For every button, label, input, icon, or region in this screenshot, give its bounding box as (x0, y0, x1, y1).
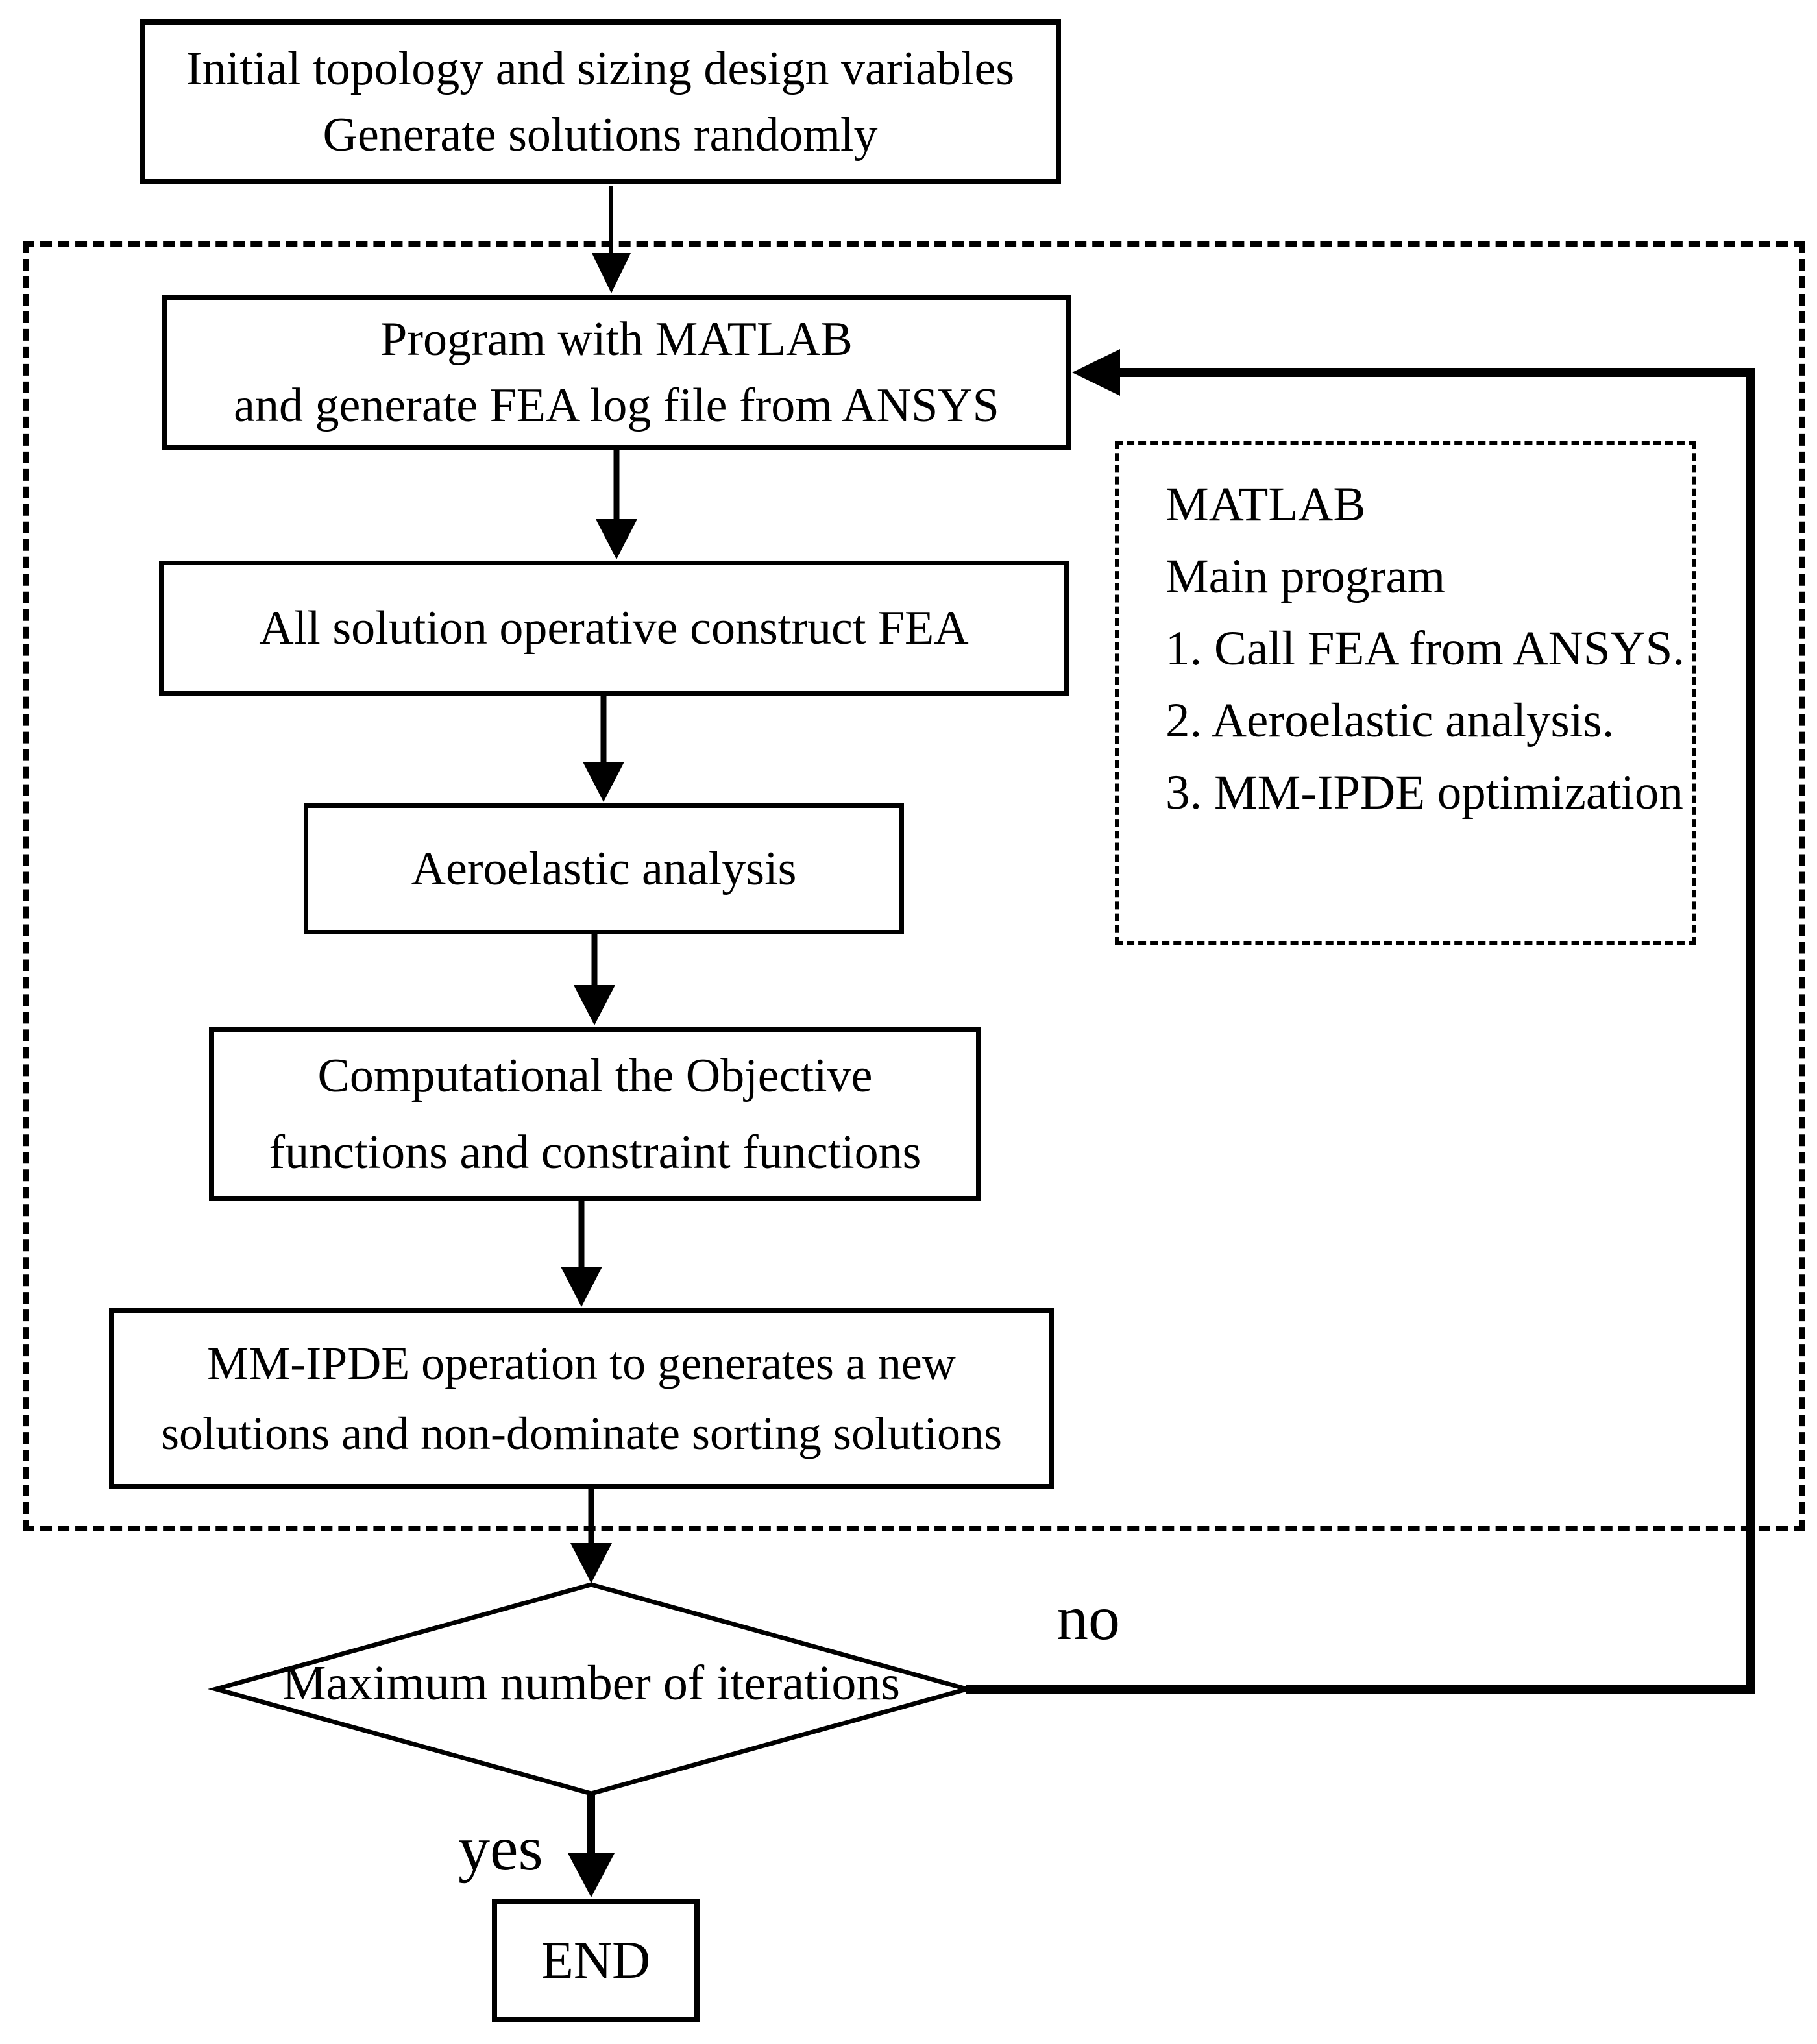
arrow-aero-to-objective-head-icon (574, 985, 615, 1025)
node-start-line2: Generate solutions randomly (323, 108, 878, 162)
node-objective-functions: Computational the Objective functions an… (209, 1027, 981, 1201)
node-start-line1: Initial topology and sizing design varia… (186, 42, 1015, 95)
arrow-decision-to-end-head-icon (568, 1853, 615, 1897)
edge-label-no: no (1056, 1583, 1120, 1653)
matlab-note-item3: 3. MM-IPDE optimization (1165, 766, 1683, 820)
node-construct-fea: All solution operative construct FEA (159, 561, 1069, 696)
matlab-note-box: MATLAB Main program 1. Call FEA from ANS… (1115, 441, 1696, 945)
matlab-note-subtitle: Main program (1165, 550, 1446, 603)
decision-diamond-shape (207, 1582, 976, 1796)
node-start: Initial topology and sizing design varia… (140, 19, 1061, 184)
node-mmipde-operation-line1: MM-IPDE operation to generates a new (207, 1337, 956, 1389)
node-program-line1: Program with MATLAB (380, 312, 853, 366)
decision-max-iterations-label: Maximum number of iterations (282, 1656, 900, 1710)
node-aeroelastic-analysis-label: Aeroelastic analysis (411, 842, 797, 895)
arrow-start-to-program-head-icon (592, 253, 631, 293)
matlab-note-title: MATLAB (1165, 478, 1366, 531)
node-construct-fea-label: All solution operative construct FEA (259, 601, 969, 655)
node-program-matlab: Program with MATLAB and generate FEA log… (162, 295, 1071, 450)
edge-label-yes: yes (458, 1814, 543, 1884)
node-program-line2: and generate FEA log file from ANSYS (234, 379, 999, 432)
node-end-label: END (541, 1930, 651, 1989)
loop-no-arrowhead-icon (1072, 349, 1120, 396)
arrow-program-to-construct-head-icon (596, 519, 637, 559)
node-objective-functions-line1: Computational the Objective (317, 1049, 873, 1102)
arrow-mmipde-to-decision-head-icon (570, 1543, 612, 1583)
node-end: END (492, 1899, 700, 2022)
arrow-objective-to-mmipde-head-icon (561, 1267, 602, 1307)
matlab-note-item2: 2. Aeroelastic analysis. (1165, 694, 1615, 748)
node-objective-functions-line2: functions and constraint functions (269, 1126, 921, 1179)
loop-no-line (966, 368, 1755, 1694)
iteration-loop-dashed-region (23, 241, 1805, 1531)
node-mmipde-operation-line2: solutions and non-dominate sorting solut… (161, 1407, 1002, 1459)
matlab-note-item1: 1. Call FEA from ANSYS. (1165, 622, 1685, 675)
arrow-construct-to-aero-head-icon (583, 762, 624, 802)
node-aeroelastic-analysis: Aeroelastic analysis (304, 803, 904, 934)
node-mmipde-operation: MM-IPDE operation to generates a new sol… (109, 1308, 1054, 1489)
